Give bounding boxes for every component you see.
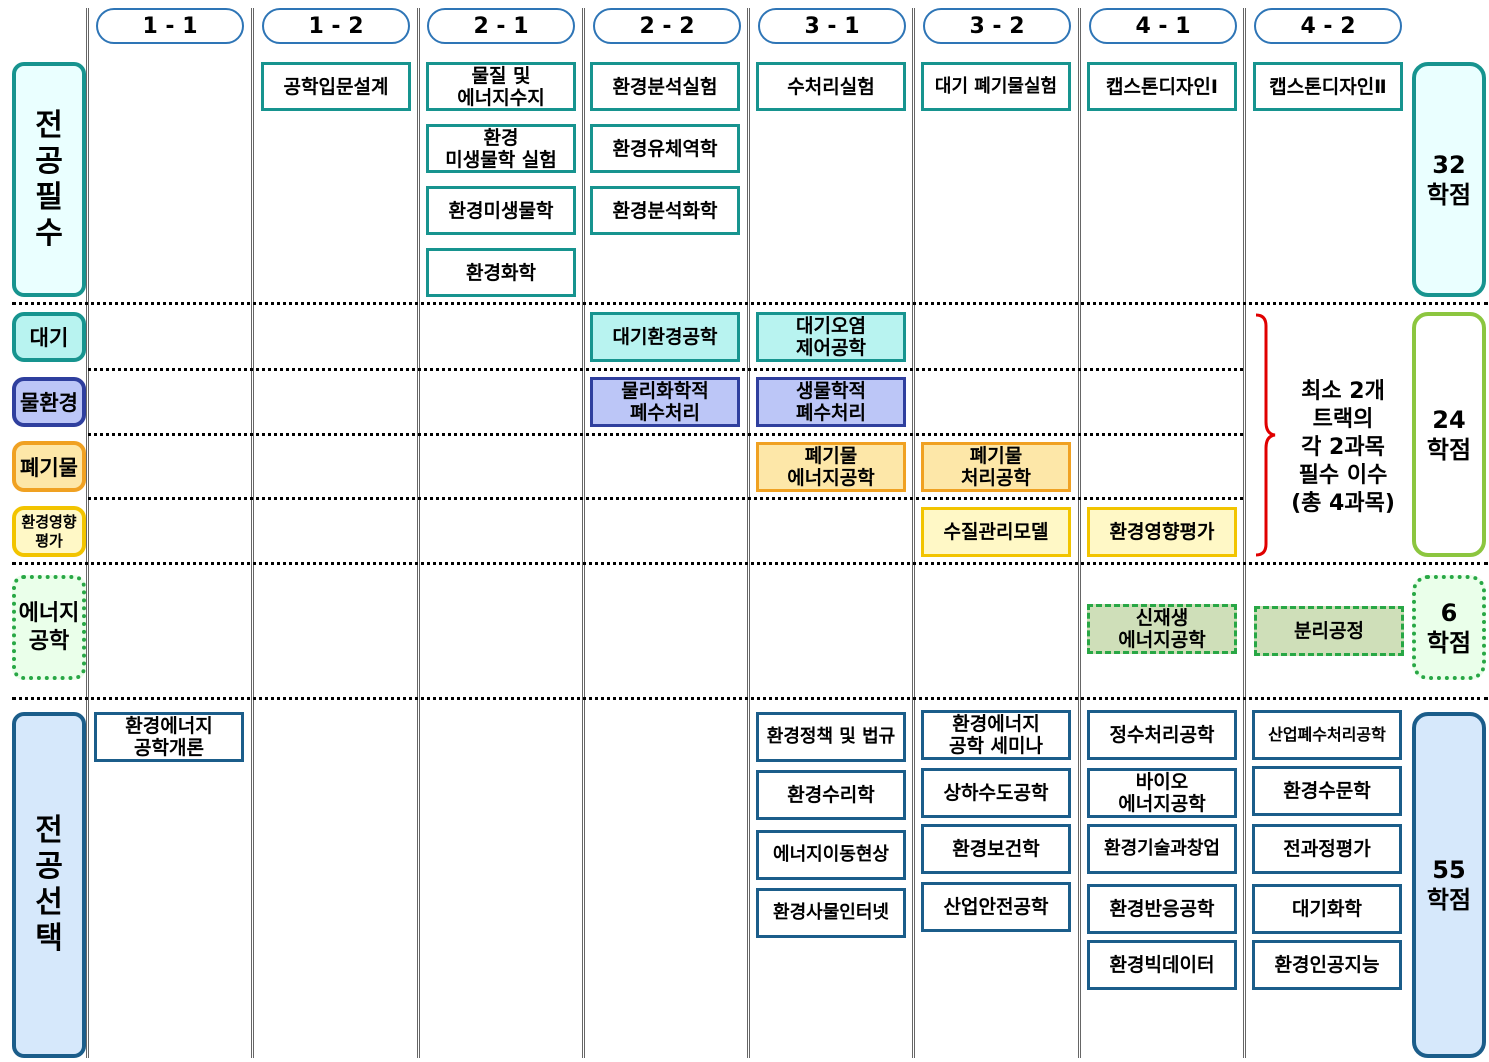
- category-water: 물환경: [12, 377, 86, 427]
- column-separator: [1078, 8, 1081, 1058]
- course-water-treatment-lab: 수처리실험: [756, 62, 906, 111]
- course-water-quality-model: 수질관리모델: [921, 507, 1071, 557]
- category-energy: 에너지 공학: [12, 575, 86, 680]
- course-water-sewer-engineering: 상하수도공학: [921, 768, 1071, 818]
- category-label-char: 전: [35, 813, 63, 848]
- column-separator: [86, 8, 89, 1058]
- semester-header-2-2: 2 - 2: [593, 8, 741, 44]
- course-eia: 환경영향평가: [1087, 507, 1237, 557]
- course-air-pollution-control: 대기오염 제어공학: [756, 312, 906, 362]
- course-env-ai: 환경인공지능: [1252, 940, 1402, 990]
- column-separator: [1243, 8, 1246, 1058]
- course-atmospheric-chemistry: 대기화학: [1252, 884, 1402, 934]
- course-waste-treatment-engineering: 폐기물 처리공학: [921, 442, 1071, 492]
- category-label-char: 수: [35, 215, 63, 251]
- course-bio-energy: 바이오 에너지공학: [1087, 768, 1237, 818]
- semester-header-1-1: 1 - 1: [96, 8, 244, 44]
- track-requirement-note: 최소 2개 트랙의 각 2과목 필수 이수 (총 4과목): [1291, 379, 1395, 516]
- course-env-chemistry: 환경화학: [426, 248, 576, 297]
- course-capstone-1: 캡스톤디자인Ⅰ: [1087, 62, 1237, 111]
- row-separator: [88, 433, 1243, 436]
- row-separator: [12, 302, 1488, 305]
- category-air: 대기: [12, 312, 86, 362]
- row-separator: [12, 697, 1488, 700]
- credit-major-elective: 55 학점: [1412, 712, 1486, 1058]
- course-intro-engineering-design: 공학입문설계: [261, 62, 411, 111]
- course-env-analytical-chemistry: 환경분석화학: [590, 186, 740, 235]
- category-label-char: 공: [35, 849, 63, 884]
- column-separator: [251, 8, 254, 1058]
- credit-energy: 6 학점: [1412, 575, 1486, 680]
- course-env-policy-law: 환경정책 및 법규: [756, 712, 906, 762]
- column-separator: [417, 8, 420, 1058]
- track-bracket: [1255, 313, 1276, 557]
- course-intro-env-energy: 환경에너지 공학개론: [94, 712, 244, 762]
- column-separator: [747, 8, 750, 1058]
- category-waste: 폐기물: [12, 441, 86, 492]
- course-separation-process: 분리공정: [1254, 606, 1404, 656]
- course-biological-wastewater: 생물학적 폐수처리: [756, 377, 906, 427]
- semester-header-4-2: 4 - 2: [1254, 8, 1402, 44]
- course-env-reaction-engineering: 환경반응공학: [1087, 884, 1237, 934]
- course-env-energy-seminar: 환경에너지 공학 세미나: [921, 710, 1071, 760]
- course-industrial-safety: 산업안전공학: [921, 882, 1071, 932]
- semester-header-3-1: 3 - 1: [758, 8, 906, 44]
- category-label-char: 선: [35, 885, 63, 920]
- semester-header-1-2: 1 - 2: [262, 8, 410, 44]
- course-capstone-2: 캡스톤디자인Ⅱ: [1253, 62, 1403, 111]
- course-env-iot: 환경사물인터넷: [756, 888, 906, 938]
- course-env-microbiology: 환경미생물학: [426, 186, 576, 235]
- column-separator: [582, 8, 585, 1058]
- course-env-microbiology-lab: 환경 미생물학 실험: [426, 124, 576, 173]
- row-separator: [88, 368, 1243, 371]
- row-separator: [12, 562, 1488, 565]
- semester-header-2-1: 2 - 1: [427, 8, 575, 44]
- category-label-char: 전: [35, 107, 63, 143]
- category-eia: 환경영향 평가: [12, 506, 86, 557]
- semester-header-4-1: 4 - 1: [1089, 8, 1237, 44]
- column-separator: [912, 8, 915, 1058]
- course-env-fluid-mechanics: 환경유체역학: [590, 124, 740, 173]
- course-industrial-wastewater: 산업폐수처리공학: [1252, 710, 1402, 760]
- course-air-env-engineering: 대기환경공학: [590, 312, 740, 362]
- course-env-tech-startup: 환경기술과창업: [1087, 824, 1237, 874]
- course-water-purification: 정수처리공학: [1087, 710, 1237, 760]
- course-waste-energy-engineering: 폐기물 에너지공학: [756, 442, 906, 492]
- course-env-hydrology: 환경수문학: [1252, 766, 1402, 816]
- course-physicochemical-wastewater: 물리화학적 폐수처리: [590, 377, 740, 427]
- course-air-waste-lab: 대기 폐기물실험: [921, 62, 1071, 111]
- course-env-analysis-lab: 환경분석실험: [590, 62, 740, 111]
- course-energy-transport: 에너지이동현상: [756, 830, 906, 880]
- category-label-char: 택: [35, 921, 63, 956]
- course-mass-energy-balance: 물질 및 에너지수지: [426, 62, 576, 111]
- course-env-health: 환경보건학: [921, 824, 1071, 874]
- semester-header-3-2: 3 - 2: [923, 8, 1071, 44]
- course-renewable-energy: 신재생 에너지공학: [1087, 604, 1237, 654]
- category-label-char: 필: [35, 179, 63, 215]
- row-separator: [88, 497, 1243, 500]
- credit-major-required: 32 학점: [1412, 62, 1486, 297]
- course-env-big-data: 환경빅데이터: [1087, 940, 1237, 990]
- credit-tracks: 24 학점: [1412, 312, 1486, 557]
- course-lifecycle-assessment: 전과정평가: [1252, 824, 1402, 874]
- category-label-char: 공: [35, 143, 63, 179]
- course-env-hydraulics: 환경수리학: [756, 770, 906, 820]
